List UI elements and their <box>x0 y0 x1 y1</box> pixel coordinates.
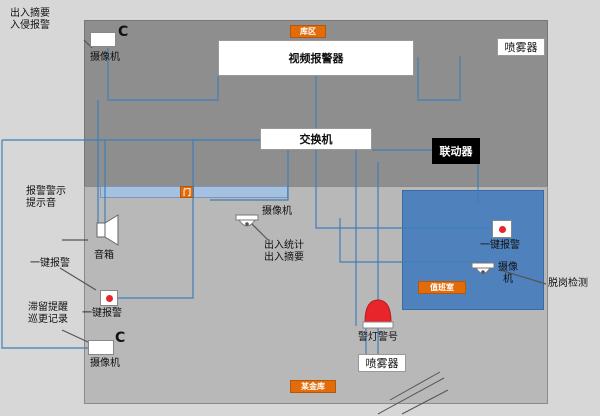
sprayer-bottom-box[interactable]: 喷雾器 <box>358 354 406 372</box>
duty-room-tag: 值班室 <box>418 281 466 294</box>
panic-button-duty[interactable] <box>492 220 512 238</box>
door-bar <box>100 186 288 198</box>
panic-button-left-label: 一键报警 <box>82 308 122 319</box>
video-alarm-box[interactable]: 视频报警器 <box>218 40 414 76</box>
io-stats-annotation: 出入统计 出入摘要 <box>264 240 304 263</box>
alarm-tone-annotation: 报警警示 提示音 <box>26 186 66 209</box>
linkage-controller-box[interactable]: 联动器 <box>432 138 480 164</box>
io-summary-annotation: 出入摘要 入侵报警 <box>10 8 50 31</box>
speaker-icon[interactable] <box>96 214 120 246</box>
storage-zone-tag: 库区 <box>290 25 326 38</box>
camera-bottom-icon <box>88 340 114 355</box>
camera-bracket-icon: C <box>118 24 129 40</box>
panic-button-duty-label: 一键报警 <box>480 240 520 251</box>
panic-annotation: 一键报警 <box>30 258 70 269</box>
camera-top-icon <box>90 32 116 47</box>
camera-top-label: 摄像机 <box>90 52 120 63</box>
vault-zone-tag: 某金库 <box>290 380 336 393</box>
warning-light-label: 警灯警号 <box>358 332 398 343</box>
stay-patrol-annotation: 滞留提醒 巡更记录 <box>28 302 68 325</box>
panic-dot-icon <box>498 225 506 233</box>
panic-button-left[interactable] <box>100 290 118 306</box>
duty-camera-icon[interactable] <box>470 262 496 280</box>
door-tag: 门 <box>180 186 194 198</box>
camera-bracket-icon: C <box>115 330 126 346</box>
camera-bottom-label: 摄像机 <box>90 358 120 369</box>
dome-camera-icon[interactable] <box>234 214 262 232</box>
duty-camera-label: 摄像 机 <box>498 262 518 285</box>
dome-camera-label: 摄像机 <box>262 206 292 217</box>
sprayer-top-box[interactable]: 喷雾器 <box>497 38 545 56</box>
switch-box[interactable]: 交换机 <box>260 128 372 150</box>
warning-light-icon[interactable] <box>362 296 394 330</box>
speaker-label: 音箱 <box>94 250 114 261</box>
off-post-annotation: 脱岗检测 <box>548 278 588 289</box>
panic-dot-icon <box>105 294 113 302</box>
